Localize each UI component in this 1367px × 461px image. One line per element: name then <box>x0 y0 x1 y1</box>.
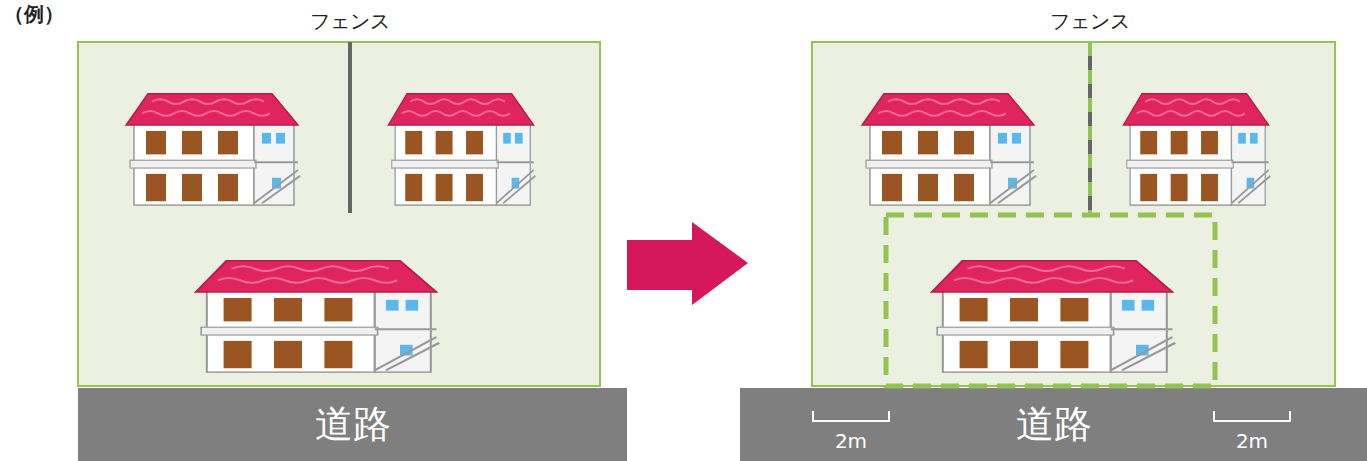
lot <box>812 42 1335 386</box>
example-title: （例） <box>4 2 64 26</box>
road-label: 道路 <box>1016 399 1092 450</box>
road-band <box>78 388 627 461</box>
house <box>388 94 535 205</box>
arrow <box>627 222 748 305</box>
road-box: 道路 <box>78 388 627 461</box>
dimension-bracket <box>1214 411 1290 421</box>
road-box: 道路 <box>740 388 1367 461</box>
house <box>932 261 1176 372</box>
setback-area <box>886 215 1215 386</box>
fence-line <box>1088 42 1092 213</box>
dimension-label: 2m <box>835 429 867 453</box>
house <box>126 94 300 205</box>
fence-label: フェンス <box>1050 9 1130 33</box>
fence-line <box>348 42 352 213</box>
dimension-label: 2m <box>1236 429 1268 453</box>
dimension-bracket <box>813 411 889 421</box>
road-label: 道路 <box>315 399 391 450</box>
fence-line <box>1088 42 1092 213</box>
fence-label: フェンス <box>310 9 390 33</box>
house <box>1123 94 1270 205</box>
house <box>862 94 1036 205</box>
house <box>196 261 440 372</box>
lot <box>78 42 600 386</box>
road-band <box>740 388 1367 461</box>
